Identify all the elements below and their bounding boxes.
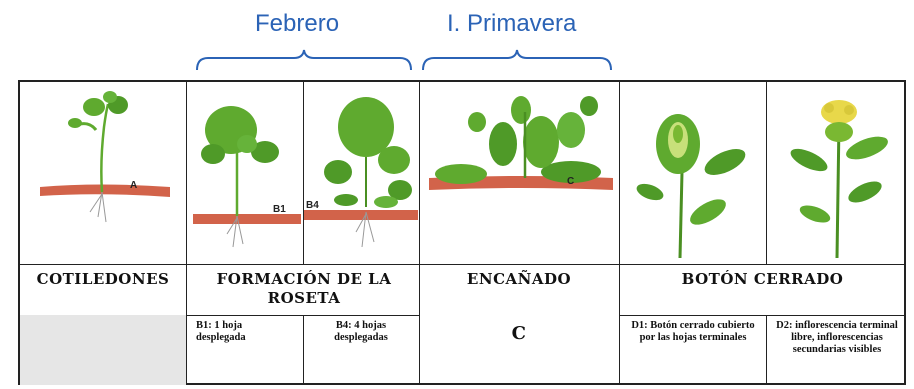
cotiledones-image: A xyxy=(20,82,186,264)
febrero-brace xyxy=(196,49,412,71)
substage-d1: D1: Botón cerrado cubierto por las hojas… xyxy=(631,320,755,343)
stage-boton: BOTÓN CERRADO xyxy=(681,270,844,288)
primavera-brace xyxy=(422,49,612,71)
febrero-label: Febrero xyxy=(255,10,340,37)
image-letter-b1: B1 xyxy=(273,204,286,215)
boton-d2-image xyxy=(767,82,906,264)
substage-b1: B1: 1 hoja desplegada xyxy=(196,320,246,343)
image-letter-a: A xyxy=(130,180,138,191)
roseta-b1-image: B1 xyxy=(187,82,303,264)
stage-encanado: ENCAÑADO xyxy=(466,270,572,288)
substage-d2: D2: inflorescencia terminal libre, inflo… xyxy=(776,320,898,355)
substage-c: C xyxy=(511,323,527,344)
roseta-b4-image: B4 xyxy=(304,82,420,264)
cotiledones-empty-cell xyxy=(20,315,186,385)
phenology-table: A B1 B4 xyxy=(18,80,906,385)
stage-cotiledones: COTILEDONES xyxy=(36,270,170,288)
primavera-label: I. Primavera xyxy=(447,10,577,37)
substage-b4: B4: 4 hojas desplegadas xyxy=(334,320,388,343)
encanado-image: C xyxy=(421,82,619,264)
image-letter-b4: B4 xyxy=(306,200,319,211)
boton-d1-image xyxy=(620,82,766,264)
stage-roseta: FORMACIÓN DE LA ROSETA xyxy=(216,270,392,307)
image-letter-c: C xyxy=(567,176,575,187)
